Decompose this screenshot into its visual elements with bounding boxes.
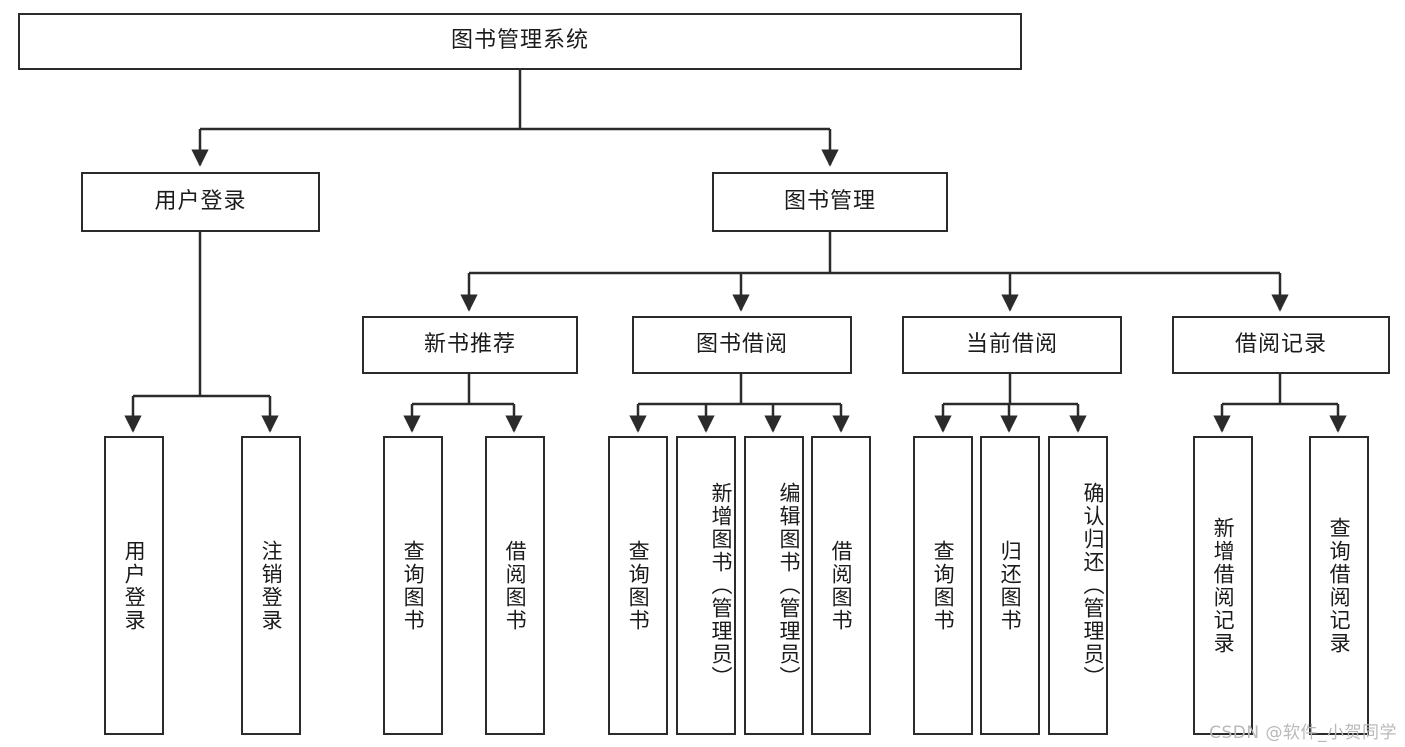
node-label: 用户登录 <box>122 539 147 632</box>
node-label: 归还图书 <box>998 539 1023 632</box>
leaf-add-borrow-record[interactable]: 新增借阅记录 <box>1193 436 1253 735</box>
node-label: 查询图书 <box>931 539 956 632</box>
leaf-return-book[interactable]: 归还图书 <box>980 436 1040 735</box>
csdn-watermark: CSDN @软件_小贺同学 <box>1209 723 1397 743</box>
node-label: 查询图书 <box>401 539 426 632</box>
node-user-login[interactable]: 用户登录 <box>81 172 320 232</box>
leaf-logout-login[interactable]: 注销登录 <box>241 436 301 735</box>
node-label: 编辑图书（管理员） <box>777 482 801 689</box>
node-label: 借阅记录 <box>1234 331 1327 357</box>
node-label: 注销登录 <box>259 539 284 632</box>
node-label: 查询图书 <box>626 539 651 632</box>
leaf-query-book-current[interactable]: 查询图书 <box>913 436 973 735</box>
node-label: 借阅图书 <box>829 539 854 632</box>
leaf-user-login[interactable]: 用户登录 <box>104 436 164 735</box>
node-book-manage[interactable]: 图书管理 <box>712 172 948 232</box>
node-root-book-management-system[interactable]: 图书管理系统 <box>18 13 1022 70</box>
node-label: 新增借阅记录 <box>1211 516 1236 655</box>
leaf-edit-book-admin[interactable]: 编辑图书（管理员） <box>744 436 804 735</box>
node-label: 新书推荐 <box>423 331 516 357</box>
node-new-book-recommend[interactable]: 新书推荐 <box>362 316 578 374</box>
node-current-borrow[interactable]: 当前借阅 <box>902 316 1122 374</box>
leaf-query-borrow-record[interactable]: 查询借阅记录 <box>1309 436 1369 735</box>
node-label: 当前借阅 <box>965 331 1058 357</box>
node-book-borrow[interactable]: 图书借阅 <box>632 316 852 374</box>
leaf-query-book-borrow[interactable]: 查询图书 <box>608 436 668 735</box>
leaf-query-book-new-book[interactable]: 查询图书 <box>383 436 443 735</box>
node-label: 查询借阅记录 <box>1327 516 1352 655</box>
node-label: 图书借阅 <box>695 331 788 357</box>
leaf-add-book-admin[interactable]: 新增图书（管理员） <box>676 436 736 735</box>
node-label: 图书管理 <box>783 188 876 214</box>
node-label: 借阅图书 <box>503 539 528 632</box>
node-label: 确认归还（管理员） <box>1081 482 1105 689</box>
node-label: 图书管理系统 <box>450 28 589 54</box>
leaf-borrow-book[interactable]: 借阅图书 <box>811 436 871 735</box>
leaf-confirm-return-admin[interactable]: 确认归还（管理员） <box>1048 436 1108 735</box>
node-label: 用户登录 <box>154 188 247 214</box>
leaf-borrow-book-new-book[interactable]: 借阅图书 <box>485 436 545 735</box>
node-borrow-record[interactable]: 借阅记录 <box>1172 316 1390 374</box>
node-label: 新增图书（管理员） <box>709 482 733 689</box>
